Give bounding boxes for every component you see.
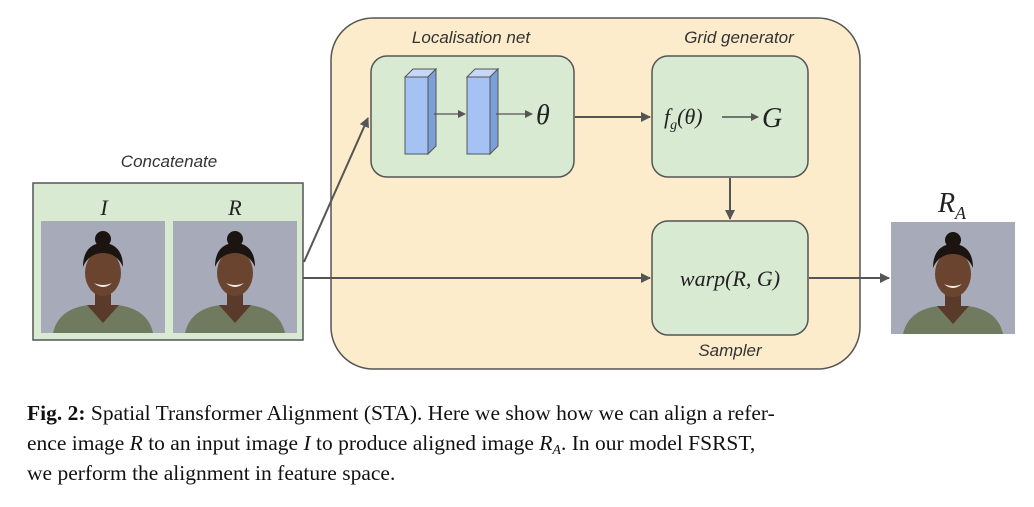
theta-symbol: θ: [536, 100, 550, 131]
sampler-label: Sampler: [698, 341, 763, 360]
caption-text: to produce aligned image: [310, 431, 540, 455]
aligned-output-image: [891, 222, 1015, 334]
caption-var-r: R: [129, 431, 143, 455]
grid-function: fg(θ): [664, 104, 703, 133]
sampler-box: [651, 220, 809, 336]
reference-symbol: R: [227, 195, 242, 220]
warp-function: warp(R, G): [680, 266, 780, 291]
localisation-net-label: Localisation net: [412, 28, 531, 47]
input-to-localisation-arrow: [303, 117, 369, 263]
caption-line-1: Spatial Transformer Alignment (STA). Her…: [85, 401, 775, 425]
input-image: [41, 221, 165, 333]
conv-layer-2: [465, 67, 500, 156]
caption-line-3: we perform the alignment in feature spac…: [27, 461, 396, 485]
input-symbol: I: [99, 195, 109, 220]
figure-label: Fig. 2:: [27, 401, 86, 425]
caption-text: . In our model FSRST,: [560, 431, 756, 455]
conv-layer-1: [403, 67, 438, 156]
stn-diagram: Localisation net θ Grid generator fg(θ) …: [32, 17, 1015, 370]
caption-var-i: I: [303, 431, 311, 455]
grid-output-symbol: G: [762, 103, 782, 134]
output-symbol: RA: [937, 188, 967, 223]
caption-var-ra: R: [539, 431, 553, 455]
concatenate-label: Concatenate: [121, 152, 217, 171]
grid-generator-label: Grid generator: [684, 28, 795, 47]
caption-text: ence image: [27, 431, 130, 455]
reference-image: [173, 221, 297, 333]
figure-caption: Fig. 2: Spatial Transformer Alignment (S…: [27, 398, 1027, 488]
caption-text: to an input image: [142, 431, 304, 455]
caption-var-ra-sub: A: [552, 443, 561, 458]
